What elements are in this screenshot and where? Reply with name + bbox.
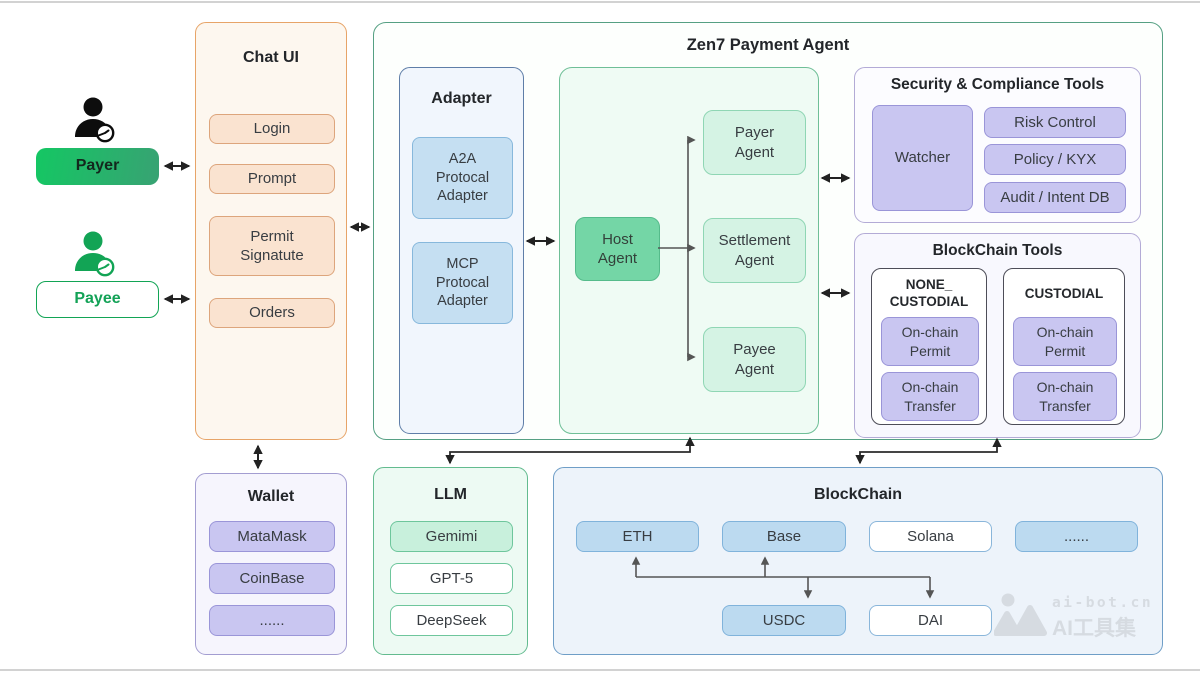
watermark-name: AI工具集	[1052, 617, 1136, 640]
permit-signature-button: Permit Signatute	[209, 216, 335, 276]
a2a-adapter-label: A2A Protocal Adapter	[435, 150, 490, 205]
login-label: Login	[253, 120, 291, 138]
mcp-adapter-node: MCP Protocal Adapter	[412, 242, 513, 324]
coinbase-label: CoinBase	[239, 569, 305, 587]
bottom-border-line	[0, 669, 1200, 671]
deepseek-label: DeepSeek	[416, 611, 487, 629]
payer-label: Payer	[75, 157, 120, 175]
deepseek-node: DeepSeek	[390, 605, 513, 636]
orders-label: Orders	[249, 304, 295, 322]
c-onchain-permit-label: On-chain Permit	[1036, 324, 1094, 359]
security-title: Security & Compliance Tools	[890, 76, 1105, 93]
wallet-title: Wallet	[247, 488, 295, 505]
metamask-label: MataMask	[237, 527, 307, 545]
chat-ui-panel: Chat UI Login Prompt Permit Signatute Or…	[195, 22, 347, 440]
none-custodial-group: NONE_ CUSTODIAL On-chain Permit On-chain…	[871, 268, 987, 425]
coinbase-node: CoinBase	[209, 563, 335, 594]
prompt-button: Prompt	[209, 164, 335, 194]
host-agent-label: Host Agent	[597, 230, 638, 268]
chains-more-node: ......	[1015, 521, 1138, 552]
blockchain-panel: BlockChain ETH Base Solana ...... USDC D…	[553, 467, 1163, 655]
nc-onchain-permit-label: On-chain Permit	[901, 324, 959, 359]
a2a-adapter-node: A2A Protocal Adapter	[412, 137, 513, 219]
orders-button: Orders	[209, 298, 335, 328]
usdc-label: USDC	[762, 611, 806, 629]
eth-node: ETH	[576, 521, 699, 552]
llm-panel: LLM Gemimi GPT-5 DeepSeek	[373, 467, 528, 655]
nc-onchain-permit-node: On-chain Permit	[881, 317, 979, 366]
usdc-node: USDC	[722, 605, 846, 636]
wallet-more-node: ......	[209, 605, 335, 636]
blockchain-tools-panel: BlockChain Tools NONE_ CUSTODIAL On-chai…	[854, 233, 1141, 438]
dai-label: DAI	[917, 611, 943, 629]
audit-intent-db-node: Audit / Intent DB	[984, 182, 1126, 213]
host-agent-node: Host Agent	[575, 217, 660, 281]
settlement-agent-label: Settlement Agent	[718, 232, 791, 269]
gpt5-node: GPT-5	[390, 563, 513, 594]
llm-title: LLM	[434, 486, 467, 503]
policy-kyx-label: Policy / KYX	[1013, 150, 1097, 168]
chains-more-label: ......	[1063, 527, 1089, 545]
risk-control-node: Risk Control	[984, 107, 1126, 138]
blockchain-tools-title: BlockChain Tools	[932, 242, 1063, 259]
chat-ui-title: Chat UI	[243, 49, 299, 66]
payee-agent-label: Payee Agent	[733, 341, 776, 378]
custodial-group: CUSTODIAL On-chain Permit On-chain Trans…	[1003, 268, 1125, 425]
adapter-panel: Adapter A2A Protocal Adapter MCP Protoca…	[399, 67, 524, 434]
payee-label: Payee	[74, 290, 121, 308]
agents-container: Host Agent Payer Agent Settlement Agent …	[559, 67, 819, 434]
c-onchain-permit-node: On-chain Permit	[1013, 317, 1117, 366]
security-compliance-panel: Security & Compliance Tools Watcher Risk…	[854, 67, 1141, 223]
ai-bot-logo-icon	[993, 593, 1047, 636]
payer-agent-label: Payer Agent	[734, 124, 775, 161]
zen7-title: Zen7 Payment Agent	[686, 36, 850, 54]
risk-control-label: Risk Control	[1014, 113, 1096, 131]
payee-agent-node: Payee Agent	[703, 327, 806, 392]
prompt-label: Prompt	[247, 170, 297, 188]
base-node: Base	[722, 521, 846, 552]
solana-node: Solana	[869, 521, 992, 552]
payee-user-icon	[68, 230, 120, 287]
mcp-adapter-label: MCP Protocal Adapter	[435, 255, 490, 310]
payer-node: Payer	[36, 148, 159, 185]
adapter-title: Adapter	[431, 90, 492, 107]
payee-node: Payee	[36, 281, 159, 318]
top-border-line	[0, 1, 1200, 3]
wallet-panel: Wallet MataMask CoinBase ......	[195, 473, 347, 655]
gpt5-label: GPT-5	[429, 569, 474, 587]
watcher-node: Watcher	[872, 105, 973, 211]
solana-label: Solana	[907, 527, 954, 545]
wallet-more-label: ......	[259, 611, 285, 629]
permit-signature-label: Permit Signatute	[240, 227, 304, 265]
c-onchain-transfer-node: On-chain Transfer	[1013, 372, 1117, 421]
payer-agent-node: Payer Agent	[703, 110, 806, 175]
login-button: Login	[209, 114, 335, 144]
watcher-label: Watcher	[894, 149, 951, 167]
c-onchain-transfer-label: On-chain Transfer	[1036, 379, 1094, 414]
eth-label: ETH	[622, 527, 653, 545]
none-custodial-title: NONE_ CUSTODIAL	[889, 277, 969, 309]
audit-intent-db-label: Audit / Intent DB	[1000, 188, 1110, 206]
metamask-node: MataMask	[209, 521, 335, 552]
watermark: ai-bot.cn AI工具集	[993, 591, 1164, 646]
custodial-title: CUSTODIAL	[1024, 286, 1104, 301]
watermark-url: ai-bot.cn	[1052, 595, 1154, 611]
nc-onchain-transfer-label: On-chain Transfer	[901, 379, 959, 414]
blockchain-title: BlockChain	[813, 486, 902, 503]
settlement-agent-node: Settlement Agent	[703, 218, 806, 283]
gemini-label: Gemimi	[425, 527, 478, 545]
gemini-node: Gemimi	[390, 521, 513, 552]
payer-user-icon	[68, 96, 120, 153]
base-label: Base	[766, 527, 802, 545]
policy-kyx-node: Policy / KYX	[984, 144, 1126, 175]
dai-node: DAI	[869, 605, 992, 636]
nc-onchain-transfer-node: On-chain Transfer	[881, 372, 979, 421]
zen7-payment-agent-panel: Zen7 Payment Agent Adapter A2A Protocal …	[373, 22, 1163, 440]
